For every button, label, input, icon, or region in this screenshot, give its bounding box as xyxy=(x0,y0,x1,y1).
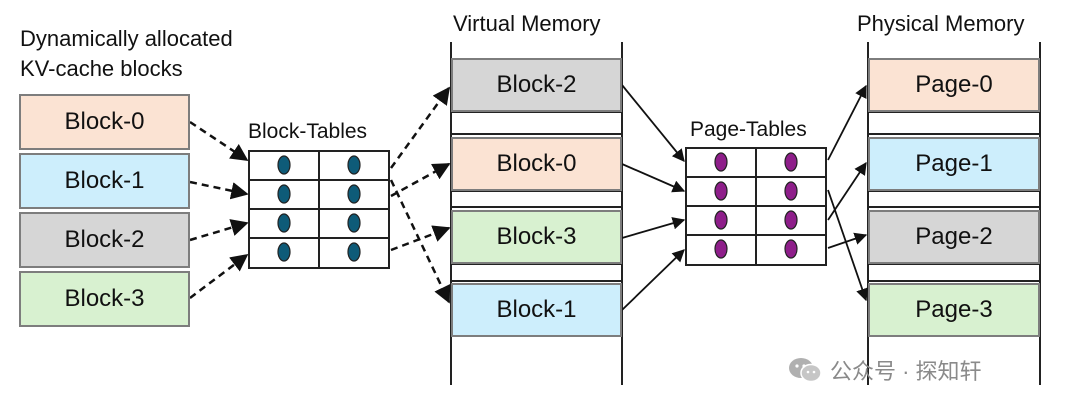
block-table-entry-r1-c0 xyxy=(277,184,291,204)
kv-block-1: Block-1 xyxy=(19,153,190,209)
page-table-entry-r2-c1 xyxy=(784,210,798,230)
block-table-entry-r0-c1 xyxy=(347,155,361,175)
wechat-icon xyxy=(788,357,822,383)
kv-block-2: Block-2 xyxy=(19,212,190,268)
page-table-entry-r3-c1 xyxy=(784,239,798,259)
block-table-to-virtual-arrows xyxy=(389,86,451,304)
watermark-text: 公众号 · 探知轩 xyxy=(830,359,982,384)
virtual-block-1: Block-1 xyxy=(451,283,622,337)
block-tables-title: Block-Tables xyxy=(248,120,368,143)
block-table-grid xyxy=(248,150,390,269)
page-tables-title: Page-Tables xyxy=(690,118,807,141)
page-table-entries xyxy=(714,152,798,259)
block-table-entry-r0-c0 xyxy=(277,155,291,175)
kv-blocks-title-line1: Dynamically allocated xyxy=(20,26,233,51)
physical-page-0: Page-0 xyxy=(868,58,1040,112)
block-table-entries xyxy=(277,155,361,262)
page-table-entry-r1-c1 xyxy=(784,181,798,201)
virtual-block-3: Block-3 xyxy=(451,210,622,264)
physical-memory-title: Physical Memory xyxy=(857,11,1025,36)
block-table-entry-r3-c0 xyxy=(277,242,291,262)
kv-block-0: Block-0 xyxy=(19,94,190,150)
virtual-to-page-table-arrows xyxy=(621,84,686,311)
watermark: 公众号 · 探知轩 xyxy=(788,354,982,386)
block-table-entry-r2-c1 xyxy=(347,213,361,233)
block-table-entry-r2-c0 xyxy=(277,213,291,233)
page-table-entry-r3-c0 xyxy=(714,239,728,259)
page-table-entry-r2-c0 xyxy=(714,210,728,230)
page-table-entry-r0-c1 xyxy=(784,152,798,172)
kv-block-3: Block-3 xyxy=(19,271,190,327)
virtual-block-0: Block-0 xyxy=(451,137,622,191)
page-table-entry-r0-c0 xyxy=(714,152,728,172)
page-table-entry-r1-c0 xyxy=(714,181,728,201)
kv-to-block-table-arrows xyxy=(189,120,249,299)
virtual-memory-title: Virtual Memory xyxy=(453,11,601,36)
page-table-grid xyxy=(685,147,827,266)
block-table-entry-r1-c1 xyxy=(347,184,361,204)
block-table-entry-r3-c1 xyxy=(347,242,361,262)
virtual-block-2: Block-2 xyxy=(451,58,622,112)
physical-page-1: Page-1 xyxy=(868,137,1040,191)
physical-page-2: Page-2 xyxy=(868,210,1040,264)
kv-blocks-title-line2: KV-cache blocks xyxy=(20,56,183,81)
physical-page-3: Page-3 xyxy=(868,283,1040,337)
page-table-to-physical-arrows xyxy=(827,84,869,302)
